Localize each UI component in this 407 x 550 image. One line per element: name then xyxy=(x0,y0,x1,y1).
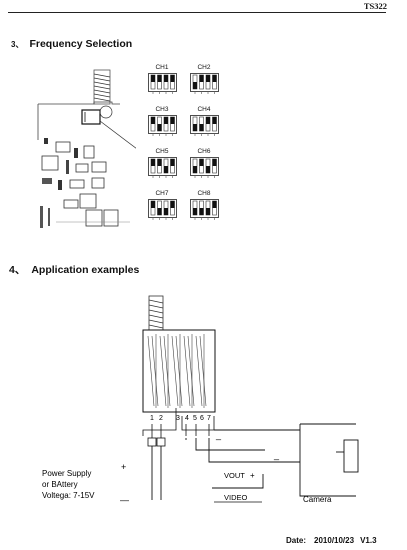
vout-plus-sign: + xyxy=(250,471,255,480)
dip-switch-label: CH3 xyxy=(155,106,169,113)
document-id: TS322 xyxy=(363,1,387,11)
section-3-title: 3、 Frequency Selection xyxy=(11,38,132,50)
camera-lens xyxy=(343,439,359,473)
dip-switch-diagram xyxy=(148,115,177,136)
power-plus-sign: + xyxy=(121,462,126,472)
board-dip-switch xyxy=(81,109,101,125)
power-supply-label: Voltega: 7-15V xyxy=(42,491,95,500)
dip-switch-label: CH4 xyxy=(197,106,211,113)
pin-label: 1 xyxy=(150,415,154,422)
wiring-diagram: 1 2 3 4 5 6 7 + — Power Supply or BAtter… xyxy=(42,295,359,505)
minus-right-sign-2: _ xyxy=(273,450,280,460)
minus-right-sign: _ xyxy=(215,430,222,440)
footer-date-value: 2010/10/23 xyxy=(314,536,355,545)
pin-leads xyxy=(142,408,215,447)
section-4-title: 4、 Application examples xyxy=(9,262,139,277)
power-supply-label: or BAttery xyxy=(42,480,78,489)
section-4-title-text: Application examples xyxy=(31,264,140,276)
transmitter-antenna xyxy=(148,295,164,333)
footer: Date: 2010/10/23 V1.3 xyxy=(286,536,385,545)
dip-switch-label: CH5 xyxy=(155,148,169,155)
dip-switch-diagram xyxy=(148,73,177,94)
section-3-number: 3、 xyxy=(11,40,24,49)
dip-switch-label: CH7 xyxy=(155,190,169,197)
footer-date-label: Date: xyxy=(286,536,307,545)
dip-switch-label: CH1 xyxy=(155,64,169,71)
dip-switch-label: CH6 xyxy=(197,148,211,155)
pin-label: 3 xyxy=(176,415,180,422)
camera-wires xyxy=(185,423,359,497)
power-supply-label: Power Supply xyxy=(42,469,91,478)
header-rule xyxy=(8,12,386,13)
pin-label: 6 xyxy=(200,415,204,422)
pin-label: 2 xyxy=(159,415,163,422)
section-3-title-text: Frequency Selection xyxy=(29,38,133,50)
transmitter-board-sketch xyxy=(37,69,136,228)
dip-switch-diagram xyxy=(190,115,219,136)
module-hatching xyxy=(147,334,207,408)
footer-version: V1.3 xyxy=(360,536,377,545)
pin-label: 7 xyxy=(207,415,211,422)
vout-label: VOUT xyxy=(224,471,245,480)
dip-switch-label: CH8 xyxy=(197,190,211,197)
dip-switch-diagram xyxy=(190,199,219,220)
dip-switch-label: CH2 xyxy=(197,64,211,71)
dip-switch-diagram xyxy=(190,73,219,94)
dip-switch-diagram xyxy=(148,157,177,178)
antenna-coil xyxy=(93,69,111,105)
pin-label: 4 xyxy=(185,415,189,422)
dip-switch-diagram xyxy=(148,199,177,220)
pin-label: 5 xyxy=(193,415,197,422)
power-supply-wires xyxy=(151,446,162,500)
camera-label: Camera xyxy=(303,495,332,504)
video-label: VIDEO xyxy=(224,493,248,502)
section-4-number: 4、 xyxy=(9,264,26,276)
dip-switch-diagram xyxy=(190,157,219,178)
power-minus-sign: — xyxy=(120,495,129,505)
